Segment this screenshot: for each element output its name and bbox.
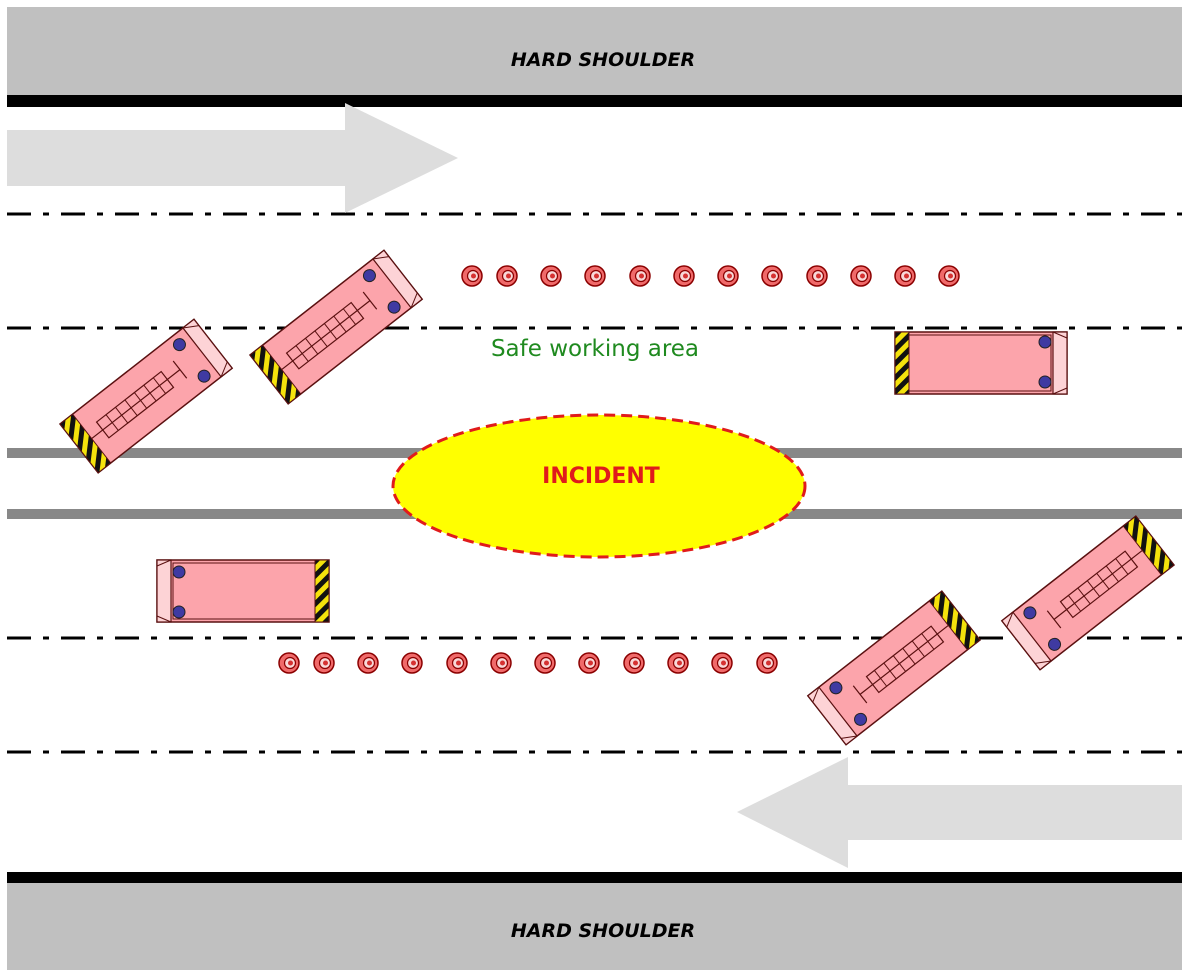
- cone-row-upper: [461, 265, 960, 287]
- hard-shoulder-bottom: [7, 883, 1182, 970]
- traffic-arrow-right: [7, 103, 458, 213]
- traffic-cone: [313, 652, 335, 674]
- box-vehicle: [156, 559, 330, 623]
- traffic-cone: [894, 265, 916, 287]
- traffic-cone: [578, 652, 600, 674]
- traffic-cone: [850, 265, 872, 287]
- hard-shoulder-top-label: HARD SHOULDER: [511, 49, 695, 71]
- traffic-cone: [806, 265, 828, 287]
- traffic-cone: [461, 265, 483, 287]
- traffic-cone: [490, 652, 512, 674]
- fire-truck: [1001, 515, 1175, 671]
- traffic-cone: [623, 652, 645, 674]
- traffic-cone: [278, 652, 300, 674]
- traffic-arrow-left: [737, 757, 1182, 868]
- traffic-cone: [717, 265, 739, 287]
- box-vehicle: [894, 331, 1068, 395]
- traffic-cone: [667, 652, 689, 674]
- road-edge-bottom: [7, 872, 1182, 883]
- traffic-cone: [496, 265, 518, 287]
- traffic-cone: [938, 265, 960, 287]
- traffic-cone: [673, 265, 695, 287]
- cone-row-lower: [278, 652, 778, 674]
- incident-label: INCIDENT: [542, 464, 660, 489]
- traffic-cone: [401, 652, 423, 674]
- traffic-cone: [357, 652, 379, 674]
- traffic-cone: [540, 265, 562, 287]
- hard-shoulder-top: [7, 7, 1182, 95]
- traffic-cone: [761, 265, 783, 287]
- road-edge-top: [7, 95, 1182, 107]
- traffic-cone: [534, 652, 556, 674]
- hard-shoulder-bottom-label: HARD SHOULDER: [511, 920, 695, 942]
- traffic-cone: [584, 265, 606, 287]
- traffic-cone: [756, 652, 778, 674]
- safe-working-area-label: Safe working area: [491, 336, 699, 362]
- traffic-cone: [629, 265, 651, 287]
- fire-truck: [807, 590, 981, 746]
- traffic-cone: [446, 652, 468, 674]
- incident-zone: [391, 413, 807, 559]
- traffic-cone: [711, 652, 733, 674]
